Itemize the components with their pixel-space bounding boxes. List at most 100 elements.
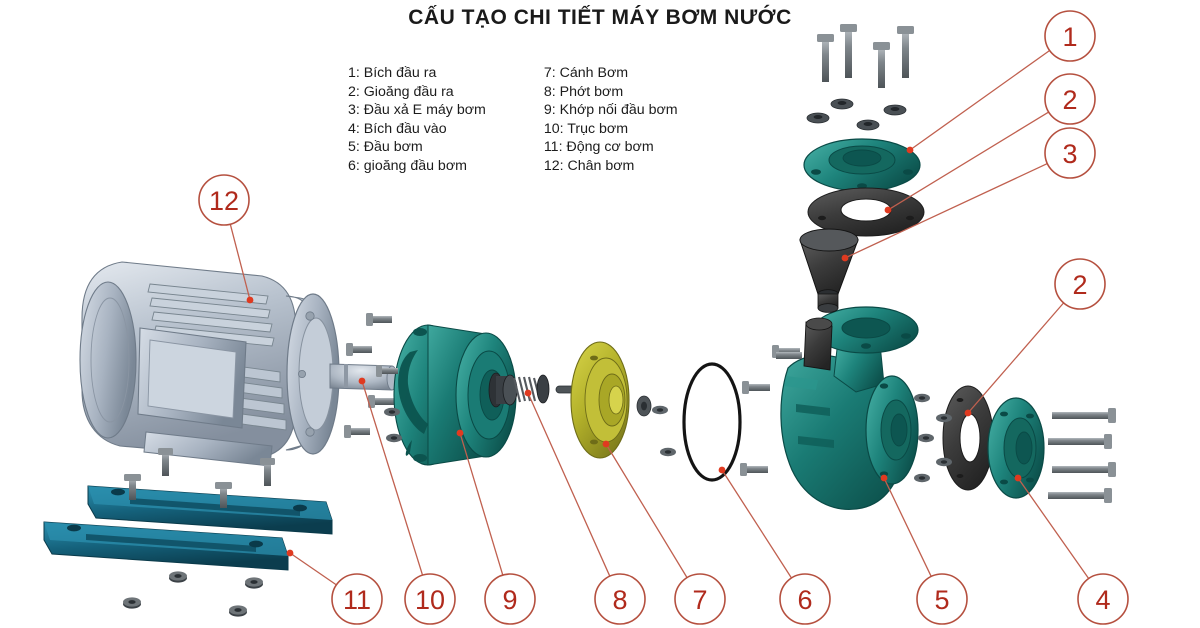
callout-1[interactable]: 1 bbox=[906, 10, 1096, 154]
callout-2[interactable]: 2 bbox=[884, 73, 1096, 214]
bolt bbox=[366, 313, 392, 326]
callout-4[interactable]: 4 bbox=[1014, 474, 1129, 625]
callout-circle[interactable] bbox=[1044, 10, 1096, 62]
callout-number: 10 bbox=[415, 585, 445, 615]
motor-bolt-hole bbox=[297, 369, 306, 378]
callout-number: 2 bbox=[1072, 270, 1087, 300]
callout-circle[interactable] bbox=[594, 573, 646, 625]
callout-3[interactable]: 3 bbox=[841, 127, 1096, 262]
legend-item: 8: Phớt bơm bbox=[543, 83, 624, 100]
callout-6[interactable]: 6 bbox=[718, 466, 831, 625]
outlet-flange bbox=[803, 138, 921, 192]
leader-endpoint bbox=[880, 474, 888, 482]
leader-endpoint bbox=[456, 429, 464, 437]
callout-10[interactable]: 10 bbox=[358, 377, 456, 625]
outlet-flange-bolts bbox=[806, 24, 914, 131]
callout-circle[interactable] bbox=[404, 573, 456, 625]
washer bbox=[856, 119, 880, 131]
legend-item: 1: Bích đầu ra bbox=[348, 65, 437, 81]
callout-circle[interactable] bbox=[1044, 73, 1096, 125]
legend-item: 9: Khớp nối đầu bơm bbox=[543, 102, 678, 119]
base-feet-rails bbox=[43, 474, 333, 617]
callout-circle[interactable] bbox=[674, 573, 726, 625]
legend-item: 7: Cánh Bơm bbox=[543, 65, 629, 81]
bolt bbox=[840, 24, 857, 78]
callout-5[interactable]: 5 bbox=[880, 474, 968, 625]
legend-item: 4: Bích đầu vào bbox=[348, 120, 447, 137]
leader-endpoint bbox=[524, 389, 532, 397]
bolt bbox=[124, 474, 141, 500]
callout-number: 2 bbox=[1062, 85, 1077, 115]
flange-hole bbox=[1000, 411, 1008, 417]
bolt bbox=[1052, 462, 1116, 477]
bracket-window bbox=[398, 350, 428, 434]
bolt bbox=[158, 448, 173, 476]
callout-9[interactable]: 9 bbox=[456, 429, 536, 625]
callout-number: 7 bbox=[692, 585, 707, 615]
leader-line bbox=[887, 111, 1049, 211]
legend-column-left: 1: Bích đầu ra 2: Gioăng đầu ra 3: Đầu x… bbox=[348, 64, 486, 176]
nut bbox=[123, 597, 141, 609]
leader-endpoint bbox=[246, 296, 254, 304]
legend-item: 3: Đầu xả E máy bơm bbox=[348, 102, 486, 119]
nut bbox=[169, 571, 187, 583]
leader-endpoint bbox=[358, 377, 366, 385]
gasket-bore bbox=[959, 413, 981, 463]
gasket-hole bbox=[818, 215, 826, 221]
motor-bolt-hole bbox=[305, 311, 315, 321]
bolt bbox=[1052, 408, 1116, 423]
callout-8[interactable]: 8 bbox=[524, 389, 646, 625]
pump-head-bolts bbox=[652, 345, 800, 476]
leader-line bbox=[361, 380, 424, 576]
legend-item: 12: Chân bơm bbox=[543, 157, 635, 174]
base-rail-lower-slot bbox=[86, 534, 256, 552]
leader-line bbox=[459, 432, 504, 576]
bolt bbox=[873, 42, 890, 88]
callout-11[interactable]: 11 bbox=[286, 549, 383, 625]
gasket-hole bbox=[906, 215, 914, 221]
flange-hole bbox=[857, 183, 867, 189]
impeller-hole bbox=[590, 439, 598, 445]
callout-2[interactable]: 2 bbox=[964, 258, 1106, 417]
callout-number: 8 bbox=[612, 585, 627, 615]
leader-line bbox=[229, 224, 251, 301]
bracket-hole bbox=[413, 454, 427, 462]
callout-circle[interactable] bbox=[1077, 573, 1129, 625]
callout-7[interactable]: 7 bbox=[602, 440, 726, 625]
callout-circle[interactable] bbox=[198, 174, 250, 226]
nut bbox=[914, 473, 930, 483]
washer bbox=[830, 98, 854, 110]
nut bbox=[936, 457, 952, 467]
impeller-nut bbox=[636, 395, 652, 417]
flange-hole bbox=[901, 333, 911, 339]
washer bbox=[806, 112, 830, 124]
bracket-hole bbox=[413, 328, 427, 336]
callout-circle[interactable] bbox=[1044, 127, 1096, 179]
bolt bbox=[776, 352, 802, 359]
callout-12[interactable]: 12 bbox=[198, 174, 254, 304]
nut bbox=[384, 407, 400, 417]
casing-rib bbox=[784, 376, 818, 390]
leader-line bbox=[967, 302, 1065, 414]
shaft-step bbox=[344, 364, 348, 388]
motor-terminal-lid bbox=[147, 339, 237, 419]
callout-number: 1 bbox=[1062, 22, 1077, 52]
callout-circle[interactable] bbox=[1054, 258, 1106, 310]
parts-legend: 1: Bích đầu ra 2: Gioăng đầu ra 3: Đầu x… bbox=[348, 64, 678, 176]
pump-head-volute bbox=[776, 306, 919, 510]
bolt bbox=[1048, 434, 1112, 449]
motor-bolt-hole bbox=[305, 427, 315, 437]
flange-hole bbox=[861, 343, 871, 349]
flange-hole bbox=[811, 169, 821, 175]
callout-circle[interactable] bbox=[484, 573, 536, 625]
leader-line bbox=[527, 392, 611, 577]
legend-item: 10: Trục bơm bbox=[543, 120, 629, 137]
pump-head-gasket-oring bbox=[682, 362, 742, 482]
leader-endpoint bbox=[1014, 474, 1022, 482]
leader-endpoint bbox=[906, 146, 914, 154]
callout-circle[interactable] bbox=[916, 573, 968, 625]
callout-circle[interactable] bbox=[779, 573, 831, 625]
callout-circle[interactable] bbox=[331, 573, 383, 625]
